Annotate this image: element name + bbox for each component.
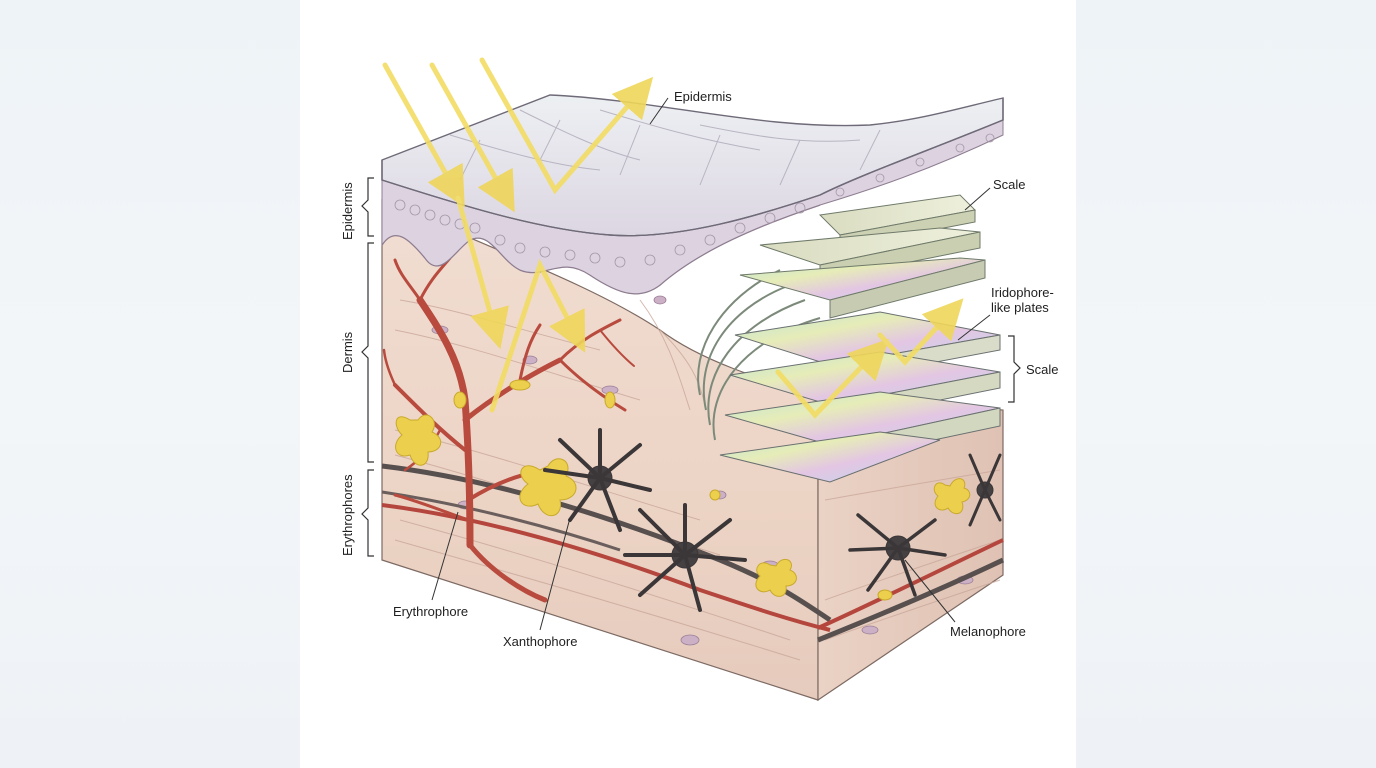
- label-scale-right: Scale: [1026, 362, 1059, 377]
- label-iridophore-line1: Iridophore-: [991, 285, 1054, 300]
- light-ray-7: [877, 298, 964, 366]
- bracket-dermis: [361, 242, 374, 463]
- leader-scale-top: [964, 187, 991, 211]
- text-labels: Epidermis Scale Iridophore- like plates …: [340, 89, 1059, 649]
- light-ray-5: [489, 258, 586, 413]
- bracket-erythrophores: [361, 469, 374, 557]
- label-side-epidermis: Epidermis: [340, 182, 355, 240]
- leader-erythrophore: [431, 511, 459, 601]
- light-ray-2: [429, 62, 515, 213]
- bracket-scale-right: [1008, 335, 1021, 403]
- label-epidermis-top: Epidermis: [674, 89, 732, 104]
- melanophore-3: [848, 513, 947, 597]
- light-ray-6: [775, 338, 889, 419]
- melanophore-cells: [543, 428, 1002, 612]
- label-side-erythrophores: Erythrophores: [340, 474, 355, 556]
- epidermis-cells: [394, 133, 995, 268]
- label-iridophore-line2: like plates: [991, 300, 1049, 315]
- right-margin: [1076, 0, 1376, 768]
- leader-iridophore: [957, 314, 991, 341]
- leader-xanthophore: [539, 517, 571, 631]
- label-side-dermis: Dermis: [340, 331, 355, 373]
- leader-lines: [431, 97, 991, 631]
- left-margin: [0, 0, 300, 768]
- light-ray-1: [382, 62, 465, 208]
- epidermis-layer: [381, 94, 1004, 295]
- leader-melanophore: [904, 559, 956, 623]
- side-dark-band: [817, 557, 1005, 643]
- label-xanthophore: Xanthophore: [503, 634, 577, 649]
- scale-stack: [697, 194, 1001, 483]
- scale-plates-top: [739, 194, 986, 319]
- label-melanophore: Melanophore: [950, 624, 1026, 639]
- light-rays: [382, 57, 964, 419]
- light-ray-3: [479, 57, 654, 195]
- leader-epidermis: [649, 97, 669, 125]
- melanophore-4: [968, 453, 1002, 527]
- melanophore-2: [623, 503, 747, 612]
- side-brackets: [361, 177, 1021, 557]
- label-scale-top: Scale: [993, 177, 1026, 192]
- bracket-epidermis: [361, 177, 374, 237]
- label-erythrophore: Erythrophore: [393, 604, 468, 619]
- dark-vessel-band-lower: [381, 490, 621, 552]
- melanophore-1: [543, 428, 652, 532]
- light-ray-4: [455, 195, 509, 350]
